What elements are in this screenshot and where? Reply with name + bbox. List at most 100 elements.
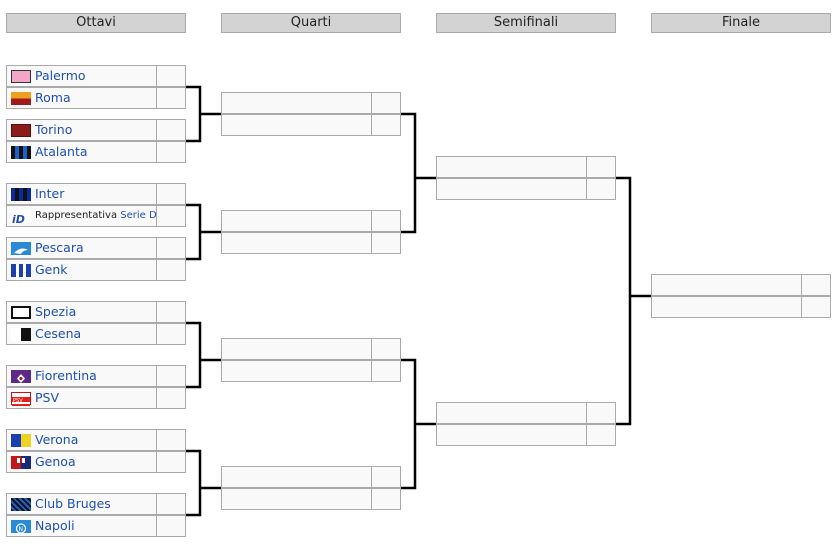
team-slot-fiorentina[interactable]: Fiorentina (6, 365, 157, 387)
team-name[interactable]: PSV (35, 390, 60, 405)
round-header-semifinali: Semifinali (436, 13, 616, 33)
verona-flag-icon (11, 434, 31, 447)
score-cell (586, 402, 616, 424)
score-cell (156, 237, 186, 259)
semifinale-slot (436, 178, 587, 200)
team-slot-genoa[interactable]: Genoa (6, 451, 157, 473)
cesena-flag-icon (11, 328, 31, 341)
genoa-flag-icon (11, 456, 31, 469)
score-cell (156, 493, 186, 515)
palermo-flag-icon (11, 70, 31, 83)
team-slot-palermo[interactable]: Palermo (6, 65, 157, 87)
club-bruges-flag-icon (11, 498, 31, 511)
quarti-slot (221, 232, 372, 254)
score-cell (156, 387, 186, 409)
round-header-finale: Finale (651, 13, 831, 33)
quarti-slot (221, 114, 372, 136)
semifinale-slot (436, 402, 587, 424)
score-cell (371, 232, 401, 254)
team-name[interactable]: Cesena (35, 326, 82, 341)
quarti-slot (221, 466, 372, 488)
team-slot-genk[interactable]: Genk (6, 259, 157, 281)
score-cell (156, 119, 186, 141)
roma-flag-icon (11, 92, 31, 105)
torino-flag-icon (11, 124, 31, 137)
team-name[interactable]: Torino (35, 122, 73, 137)
team-name[interactable]: Genk (35, 262, 68, 277)
score-cell (156, 87, 186, 109)
team-name[interactable]: Club Bruges (35, 496, 111, 511)
quarti-slot (221, 210, 372, 232)
quarti-slot (221, 338, 372, 360)
svg-text:PSV: PSV (13, 398, 23, 404)
quarti-slot (221, 92, 372, 114)
score-cell (156, 301, 186, 323)
score-cell (586, 178, 616, 200)
napoli-flag-icon: N (11, 520, 31, 534)
psv-flag-icon: PSV (11, 392, 31, 406)
score-cell (801, 296, 831, 318)
team-slot-pescara[interactable]: Pescara (6, 237, 157, 259)
team-slot-atalanta[interactable]: Atalanta (6, 141, 157, 163)
score-cell (156, 205, 186, 227)
quarti-slot (221, 488, 372, 510)
pescara-flag-icon (11, 242, 31, 255)
finale-slot (651, 274, 802, 296)
score-cell (801, 274, 831, 296)
score-cell (371, 488, 401, 510)
score-cell (371, 92, 401, 114)
score-cell (156, 365, 186, 387)
round-header-ottavi: Ottavi (6, 13, 186, 33)
inter-flag-icon (11, 188, 31, 201)
team-slot-spezia[interactable]: Spezia (6, 301, 157, 323)
score-cell (371, 210, 401, 232)
score-cell (156, 141, 186, 163)
score-cell (156, 515, 186, 537)
team-name[interactable]: Atalanta (35, 144, 88, 159)
fiorentina-flag-icon (11, 370, 31, 383)
score-cell (156, 259, 186, 281)
score-cell (371, 360, 401, 382)
semifinale-slot (436, 424, 587, 446)
score-cell (371, 338, 401, 360)
team-name[interactable]: Napoli (35, 518, 75, 533)
score-cell (371, 114, 401, 136)
svg-text:N: N (19, 526, 24, 533)
atalanta-flag-icon (11, 146, 31, 159)
quarti-slot (221, 360, 372, 382)
team-name[interactable]: Fiorentina (35, 368, 97, 383)
finale-slot (651, 296, 802, 318)
score-cell (371, 466, 401, 488)
team-name[interactable]: Verona (35, 432, 79, 447)
round-header-quarti: Quarti (221, 13, 401, 33)
score-cell (586, 156, 616, 178)
team-name[interactable]: Rappresentativa Serie D (35, 210, 156, 221)
score-cell (586, 424, 616, 446)
spezia-flag-icon (11, 306, 31, 319)
svg-text:iD: iD (12, 213, 25, 225)
genk-flag-icon (11, 264, 31, 277)
team-slot-club-bruges[interactable]: Club Bruges (6, 493, 157, 515)
score-cell (156, 183, 186, 205)
team-name[interactable]: Genoa (35, 454, 76, 469)
team-name[interactable]: Spezia (35, 304, 77, 319)
team-name[interactable]: Pescara (35, 240, 84, 255)
serie-d-logo-icon: iD (11, 210, 31, 226)
team-slot-rappresentativa-serie-d[interactable]: iD Rappresentativa Serie D (6, 205, 157, 227)
team-slot-verona[interactable]: Verona (6, 429, 157, 451)
team-slot-psv[interactable]: PSV PSV (6, 387, 157, 409)
team-name[interactable]: Palermo (35, 68, 86, 83)
score-cell (156, 451, 186, 473)
team-name[interactable]: Inter (35, 186, 65, 201)
score-cell (156, 323, 186, 345)
team-slot-napoli[interactable]: N Napoli (6, 515, 157, 537)
team-name[interactable]: Roma (35, 90, 71, 105)
team-slot-inter[interactable]: Inter (6, 183, 157, 205)
team-slot-torino[interactable]: Torino (6, 119, 157, 141)
score-cell (156, 429, 186, 451)
score-cell (156, 65, 186, 87)
team-slot-roma[interactable]: Roma (6, 87, 157, 109)
semifinale-slot (436, 156, 587, 178)
team-slot-cesena[interactable]: Cesena (6, 323, 157, 345)
